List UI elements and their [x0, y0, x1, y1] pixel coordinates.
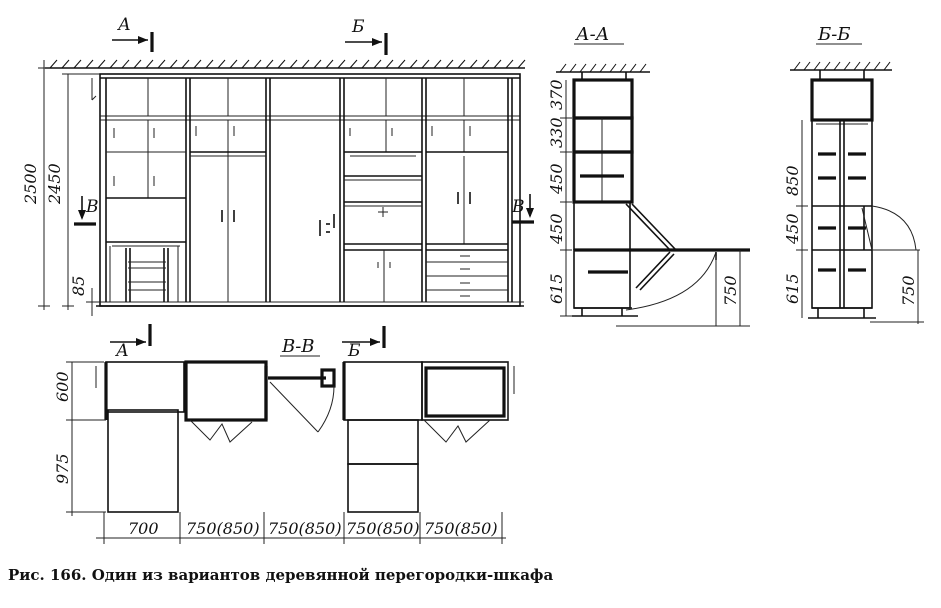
dim-aa-330: 330 — [547, 117, 566, 148]
dim-plan-600: 600 — [53, 371, 72, 402]
section-aa: А-А — [547, 24, 750, 327]
section-title-bb: Б-Б — [817, 24, 851, 45]
dim-plan-700: 700 — [128, 519, 159, 538]
dim-bb-750: 750 — [899, 275, 918, 306]
section-bb: Б-Б 850 — [783, 24, 924, 324]
dim-bb-450: 450 — [783, 213, 802, 245]
dim-plan-750-850-2: 750(850) — [268, 519, 342, 538]
section-label-b-bottom: Б — [347, 341, 361, 361]
dim-aa-370: 370 — [547, 79, 566, 110]
dim-plan-750-850-3: 750(850) — [346, 519, 420, 538]
section-label-b: Б — [351, 17, 365, 37]
dim-plan-750-850-4: 750(850) — [424, 519, 498, 538]
ceiling-hatch — [45, 59, 526, 69]
figure-caption: Рис. 166. Один из вариантов деревянной п… — [8, 566, 554, 584]
section-title-vv: В-В — [281, 336, 315, 357]
section-label-a: А — [117, 15, 131, 35]
section-marker-v-right: В — [511, 194, 534, 224]
cabinet-frame — [99, 73, 521, 307]
dim-bb-850: 850 — [783, 165, 802, 196]
dim-aa-450-upper: 450 — [547, 163, 566, 195]
section-marker-a-top: А — [112, 15, 154, 52]
section-label-v-left: В — [85, 197, 99, 217]
section-label-v-right: В — [511, 197, 525, 217]
dim-aa-615: 615 — [547, 273, 566, 304]
technical-drawing: А Б — [21, 15, 924, 544]
section-marker-b-bottom: Б — [342, 326, 386, 361]
section-label-a-bottom: А — [115, 341, 129, 361]
dim-85: 85 — [69, 276, 88, 296]
dim-aa-450-lower: 450 — [547, 213, 566, 245]
dim-2500: 2500 — [21, 163, 40, 205]
front-elevation: А Б — [21, 15, 534, 316]
section-marker-v-left: В — [74, 196, 99, 226]
plan-section-vv: В-В А Б — [53, 324, 515, 544]
dim-plan-750-850-1: 750(850) — [186, 519, 260, 538]
chair — [109, 246, 179, 302]
dim-bb-615: 615 — [783, 273, 802, 304]
dim-plan-975: 975 — [53, 453, 72, 484]
dim-aa-750: 750 — [721, 275, 740, 306]
section-title-aa: А-А — [574, 24, 609, 45]
section-marker-a-bottom: А — [110, 324, 152, 361]
dim-2450: 2450 — [45, 163, 64, 205]
section-marker-b-top: Б — [345, 17, 388, 55]
